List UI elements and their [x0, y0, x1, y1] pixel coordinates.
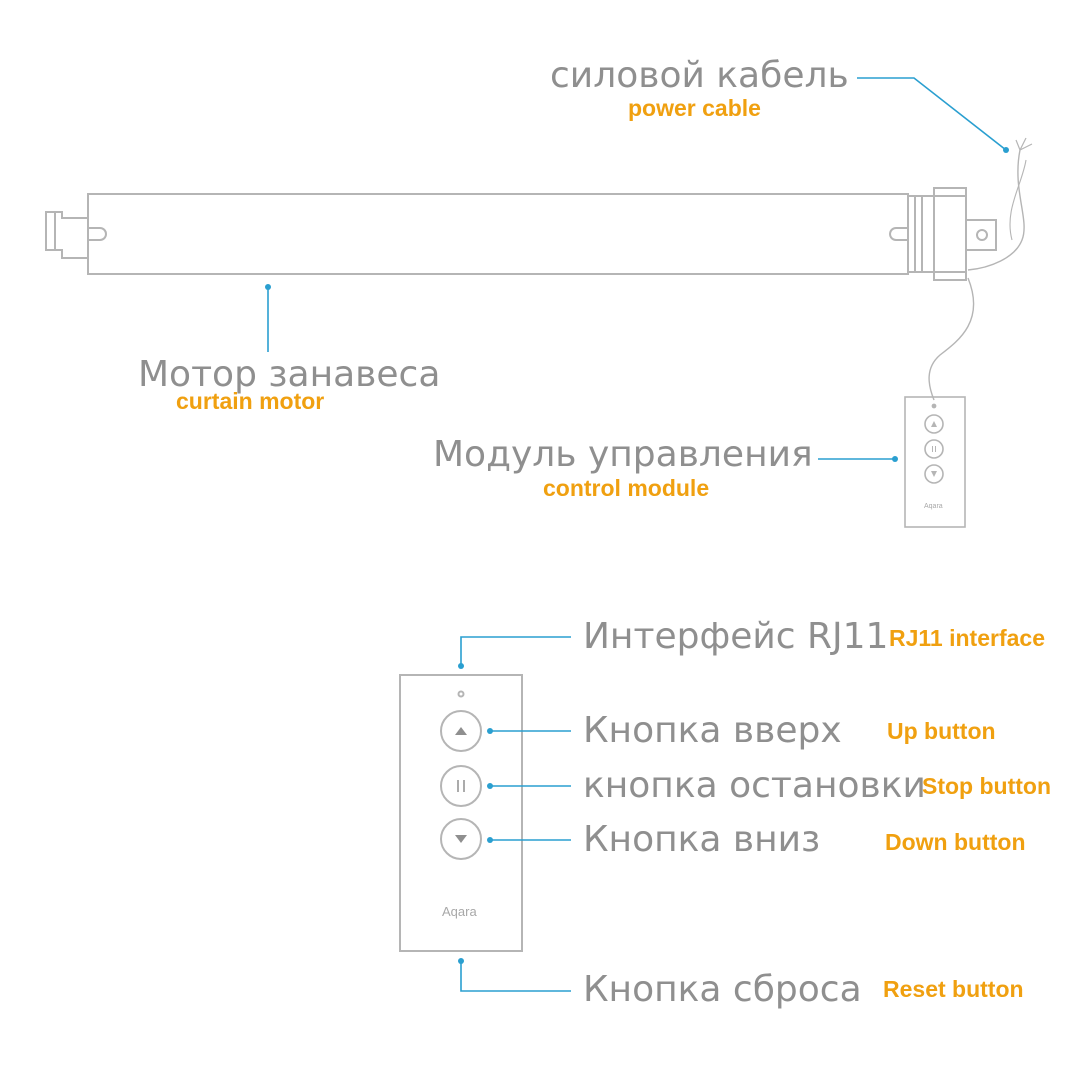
rj11-port [457, 690, 465, 698]
down-button-label-ru: Кнопка вниз [583, 819, 821, 860]
motor-mount-hole [976, 229, 988, 241]
motor-mount-tab [965, 219, 997, 251]
leader-lines [265, 77, 1009, 992]
leader-rj11 [460, 636, 571, 664]
reset-button-label-en: Reset button [883, 976, 1024, 1002]
large-module-logo: Aqara [442, 904, 477, 919]
power-cable-label-ru: силовой кабель [550, 55, 849, 96]
large-down-button [440, 818, 482, 860]
up-arrow-icon [455, 727, 467, 735]
small-up-button [924, 414, 944, 434]
small-module-logo: Aqara [924, 503, 943, 510]
reset-button-label-ru: Кнопка сброса [583, 969, 862, 1010]
motor-right-slot [889, 227, 908, 241]
rj11-label-ru: Интерфейс RJ11 [583, 616, 889, 657]
power-cable-label-en: power cable [628, 95, 761, 121]
motor-head-ring [933, 187, 967, 281]
large-stop-button [440, 765, 482, 807]
curtain-motor-label-en: curtain motor [176, 388, 325, 414]
down-arrow-icon [455, 835, 467, 843]
power-cable-wire [967, 149, 1025, 271]
up-button-label-en: Up button [887, 718, 996, 744]
up-button-label-ru: Кнопка вверх [583, 710, 842, 751]
leader-reset [460, 962, 571, 992]
rj11-label-en: RJ11 interface [889, 625, 1045, 651]
pause-icon [457, 780, 465, 792]
control-cable-wire [928, 277, 975, 401]
small-stop-button [924, 439, 944, 459]
small-module-body [904, 396, 966, 528]
curtain-motor-label-ru: Мотор занавеса [138, 354, 441, 395]
control-module-large [399, 674, 523, 952]
curtain-motor [45, 137, 1033, 401]
control-module-label-ru: Модуль управления [433, 434, 813, 475]
small-down-button [924, 464, 944, 484]
motor-left-slot [88, 227, 107, 241]
motor-body [87, 193, 909, 275]
large-up-button [440, 710, 482, 752]
control-module-small [904, 396, 966, 528]
motor-left-cap [45, 211, 88, 259]
stop-button-label-en: Stop button [922, 773, 1052, 799]
control-module-label-en: control module [543, 475, 710, 501]
down-button-label-en: Down button [885, 829, 1026, 855]
leader-power-cable [857, 77, 1007, 151]
stop-button-label-ru: кнопка остановки [583, 765, 926, 806]
large-module-body [399, 674, 523, 952]
